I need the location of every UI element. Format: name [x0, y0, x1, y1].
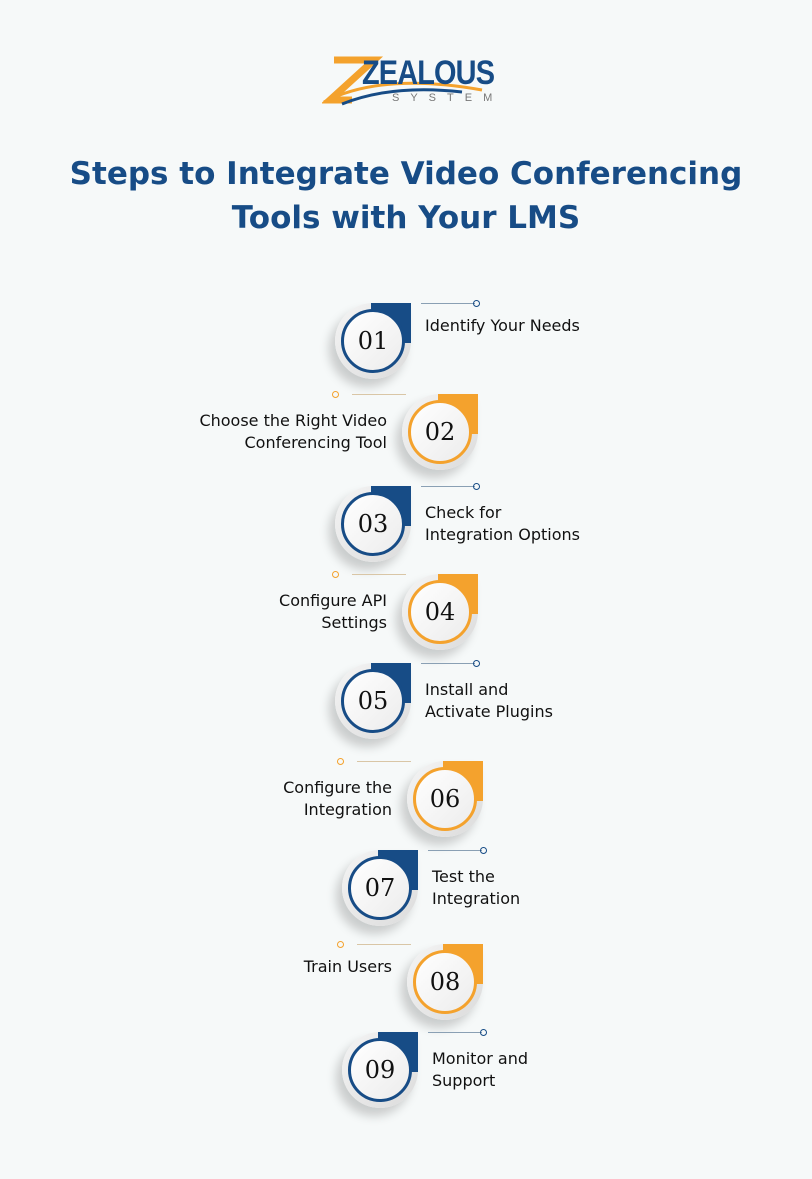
step-number: 03	[357, 510, 389, 538]
step-label: Configure API Settings	[279, 590, 387, 634]
title-line-2: Tools with Your LMS	[231, 200, 581, 236]
step-label-line-2: Integration	[303, 800, 392, 819]
connector-line	[352, 394, 406, 395]
step-number-circle: 09	[348, 1038, 412, 1102]
step-number: 01	[357, 327, 389, 355]
step-label-line-1: Install and	[425, 680, 509, 699]
step-label-line-1: Check for	[425, 503, 502, 522]
step-label-line-1: Monitor and	[432, 1049, 529, 1068]
step-label-line-2: Integration Options	[425, 525, 580, 544]
connector-dot-icon	[332, 571, 339, 578]
connector-line	[421, 486, 475, 487]
connector-line	[357, 944, 411, 945]
connector-dot-icon	[337, 941, 344, 948]
step-number: 09	[364, 1056, 396, 1084]
step-label-line-2: Support	[432, 1071, 496, 1090]
step-number-circle: 07	[348, 856, 412, 920]
page-title: Steps to Integrate Video Conferencing To…	[0, 152, 812, 240]
connector-line	[428, 1032, 482, 1033]
connector-line	[352, 574, 406, 575]
step-label-line-1: Choose the Right Video	[199, 411, 387, 430]
step-number: 04	[424, 598, 456, 626]
connector-dot-icon	[473, 483, 480, 490]
connector-line	[421, 303, 475, 304]
zealous-system-logo: ZEALOUS SYSTEM	[322, 52, 497, 112]
step-number: 06	[429, 785, 461, 813]
step-label-line-1: Train Users	[303, 957, 392, 976]
step-number: 08	[429, 968, 461, 996]
connector-line	[357, 761, 411, 762]
step-number-circle: 05	[341, 669, 405, 733]
logo-sub: SYSTEM	[392, 92, 504, 104]
step-label-line-1: Configure the	[283, 778, 392, 797]
logo-word: ZEALOUS	[362, 54, 495, 92]
connector-line	[428, 850, 482, 851]
step-label-line-2: Conferencing Tool	[244, 433, 388, 452]
step-label-line-1: Configure API	[279, 591, 387, 610]
title-line-1: Steps to Integrate Video Conferencing	[69, 156, 743, 192]
step-label: Identify Your Needs	[425, 315, 580, 337]
step-number-circle: 04	[408, 580, 472, 644]
connector-dot-icon	[473, 660, 480, 667]
step-label-line-1: Test the	[432, 867, 495, 886]
connector-dot-icon	[473, 300, 480, 307]
connector-dot-icon	[480, 847, 487, 854]
connector-dot-icon	[332, 391, 339, 398]
step-label-line-2: Activate Plugins	[425, 702, 553, 721]
step-label-line-1: Identify Your Needs	[425, 316, 580, 335]
step-number-circle: 03	[341, 492, 405, 556]
step-number: 02	[424, 418, 456, 446]
connector-dot-icon	[337, 758, 344, 765]
connector-dot-icon	[480, 1029, 487, 1036]
step-label: Train Users	[304, 956, 392, 978]
step-number-circle: 01	[341, 309, 405, 373]
connector-line	[421, 663, 475, 664]
step-number: 05	[357, 687, 389, 715]
step-label-line-2: Integration	[432, 889, 521, 908]
step-number-circle: 08	[413, 950, 477, 1014]
step-number-circle: 02	[408, 400, 472, 464]
logo-swoosh-icon	[322, 56, 483, 106]
step-number-circle: 06	[413, 767, 477, 831]
step-label-line-2: Settings	[321, 613, 387, 632]
step-number: 07	[364, 874, 396, 902]
